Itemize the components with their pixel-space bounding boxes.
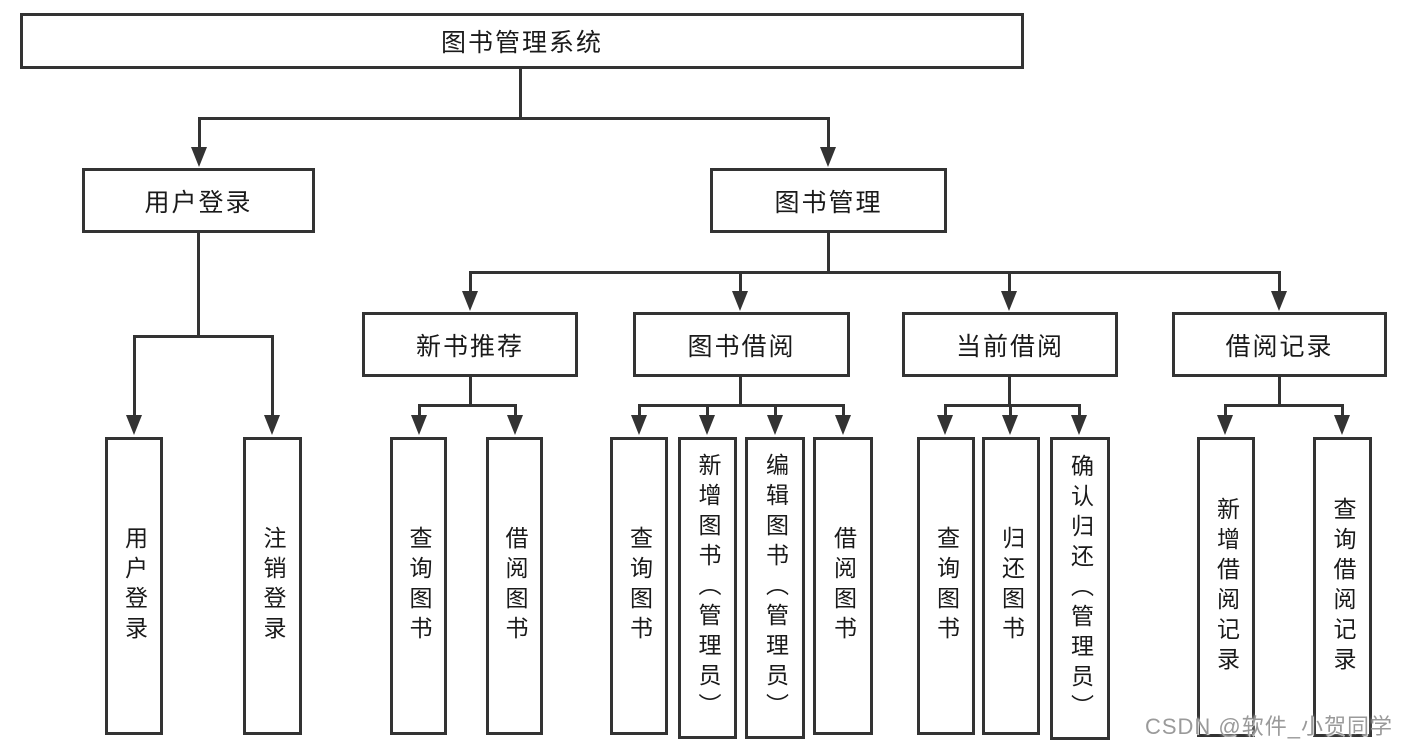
arrowhead xyxy=(699,415,715,435)
arrowhead xyxy=(835,415,851,435)
node-module-current-borrow: 当前借阅 xyxy=(902,312,1118,377)
connector-stub xyxy=(271,335,274,418)
node-leaf-return-books: 归还图书 xyxy=(982,437,1040,735)
connector-management-branch-bar xyxy=(469,271,1281,274)
node-label: 用户登录 xyxy=(121,526,148,646)
node-leaf-search-books-recommend: 查询图书 xyxy=(390,437,447,735)
node-branch-book-management: 图书管理 xyxy=(710,168,947,233)
node-label: 归还图书 xyxy=(998,526,1025,646)
arrowhead-to-book-management xyxy=(820,147,836,167)
connector-login-drop xyxy=(197,233,200,338)
node-module-book-borrow: 图书借阅 xyxy=(633,312,850,377)
connector-stub xyxy=(514,404,517,418)
arrowhead-to-borrow-records xyxy=(1271,291,1287,311)
node-label: 新书推荐 xyxy=(415,332,524,361)
arrowhead-to-leaf-user-login xyxy=(126,415,142,435)
node-leaf-confirm-return-admin: 确认归还（管理员） xyxy=(1050,437,1110,740)
arrowhead xyxy=(1334,415,1350,435)
node-module-new-book-recommend: 新书推荐 xyxy=(362,312,578,377)
connector-root-branch-bar xyxy=(198,117,830,120)
connector-management-drop xyxy=(827,233,830,273)
connector-stub xyxy=(638,404,641,418)
connector-login-branch-bar xyxy=(133,335,274,338)
connector-module-branch-bar xyxy=(944,404,1081,407)
node-label: 新增借阅记录 xyxy=(1213,497,1240,677)
connector-stub xyxy=(944,404,947,418)
connector-module-branch-bar xyxy=(638,404,845,407)
node-label: 当前借阅 xyxy=(955,332,1064,361)
connector-stub xyxy=(469,271,472,293)
connector-module-drop xyxy=(739,377,742,407)
node-leaf-search-borrow-record: 查询借阅记录 xyxy=(1313,437,1372,737)
node-label: 借阅图书 xyxy=(830,526,857,646)
arrowhead-to-book-borrow xyxy=(732,291,748,311)
node-label: 图书借阅 xyxy=(687,332,796,361)
arrowhead xyxy=(1071,415,1087,435)
node-label: 查询图书 xyxy=(626,526,653,646)
node-leaf-add-borrow-record: 新增借阅记录 xyxy=(1197,437,1255,737)
node-module-borrow-records: 借阅记录 xyxy=(1172,312,1387,377)
arrowhead xyxy=(1002,415,1018,435)
node-leaf-borrow-books: 借阅图书 xyxy=(813,437,873,735)
node-leaf-add-books-admin: 新增图书（管理员） xyxy=(678,437,737,739)
connector-stub xyxy=(198,117,201,150)
node-label: 图书管理 xyxy=(774,188,883,217)
arrowhead-to-leaf-logout xyxy=(264,415,280,435)
node-leaf-logout: 注销登录 xyxy=(243,437,302,735)
connector-module-drop xyxy=(1008,377,1011,407)
connector-stub xyxy=(827,117,830,150)
arrowhead xyxy=(937,415,953,435)
arrowhead xyxy=(767,415,783,435)
node-leaf-borrow-books-recommend: 借阅图书 xyxy=(486,437,543,735)
arrowhead-to-new-book-recommend xyxy=(462,291,478,311)
node-label: 查询图书 xyxy=(933,526,960,646)
node-label: 编辑图书（管理员） xyxy=(762,453,789,723)
node-leaf-edit-books-admin: 编辑图书（管理员） xyxy=(745,437,805,739)
connector-stub xyxy=(1078,404,1081,418)
node-label: 用户登录 xyxy=(144,188,253,217)
node-label: 借阅图书 xyxy=(502,526,528,646)
arrowhead xyxy=(631,415,647,435)
connector-module-drop xyxy=(469,377,472,407)
node-label: 查询图书 xyxy=(406,526,432,646)
connector-stub xyxy=(1008,271,1011,293)
node-branch-user-login: 用户登录 xyxy=(82,168,315,233)
arrowhead xyxy=(507,415,523,435)
node-root-library-system: 图书管理系统 xyxy=(20,13,1024,69)
node-leaf-search-books-current: 查询图书 xyxy=(917,437,975,735)
connector-stub xyxy=(1278,271,1281,293)
connector-stub xyxy=(1009,404,1012,418)
connector-module-branch-bar xyxy=(1224,404,1344,407)
node-label: 新增图书（管理员） xyxy=(695,453,721,723)
connector-stub xyxy=(133,335,136,418)
connector-stub xyxy=(706,404,709,418)
arrowhead xyxy=(411,415,427,435)
arrowhead xyxy=(1217,415,1233,435)
connector-root-drop xyxy=(519,68,522,118)
node-label: 借阅记录 xyxy=(1225,332,1334,361)
arrowhead-to-current-borrow xyxy=(1001,291,1017,311)
connector-stub xyxy=(1224,404,1227,418)
watermark: CSDN @软件_小贺同学 xyxy=(1144,714,1393,739)
node-label: 确认归还（管理员） xyxy=(1067,453,1094,724)
node-leaf-search-books-borrow: 查询图书 xyxy=(610,437,668,735)
connector-module-branch-bar xyxy=(418,404,517,407)
node-label: 注销登录 xyxy=(260,526,286,646)
connector-stub xyxy=(1341,404,1344,418)
arrowhead-to-user-login xyxy=(191,147,207,167)
connector-stub xyxy=(418,404,421,418)
connector-stub xyxy=(774,404,777,418)
connector-stub xyxy=(739,271,742,293)
node-label: 图书管理系统 xyxy=(440,29,603,57)
connector-module-drop xyxy=(1278,377,1281,407)
node-leaf-user-login: 用户登录 xyxy=(105,437,163,735)
connector-stub xyxy=(842,404,845,418)
node-label: 查询借阅记录 xyxy=(1330,497,1356,677)
